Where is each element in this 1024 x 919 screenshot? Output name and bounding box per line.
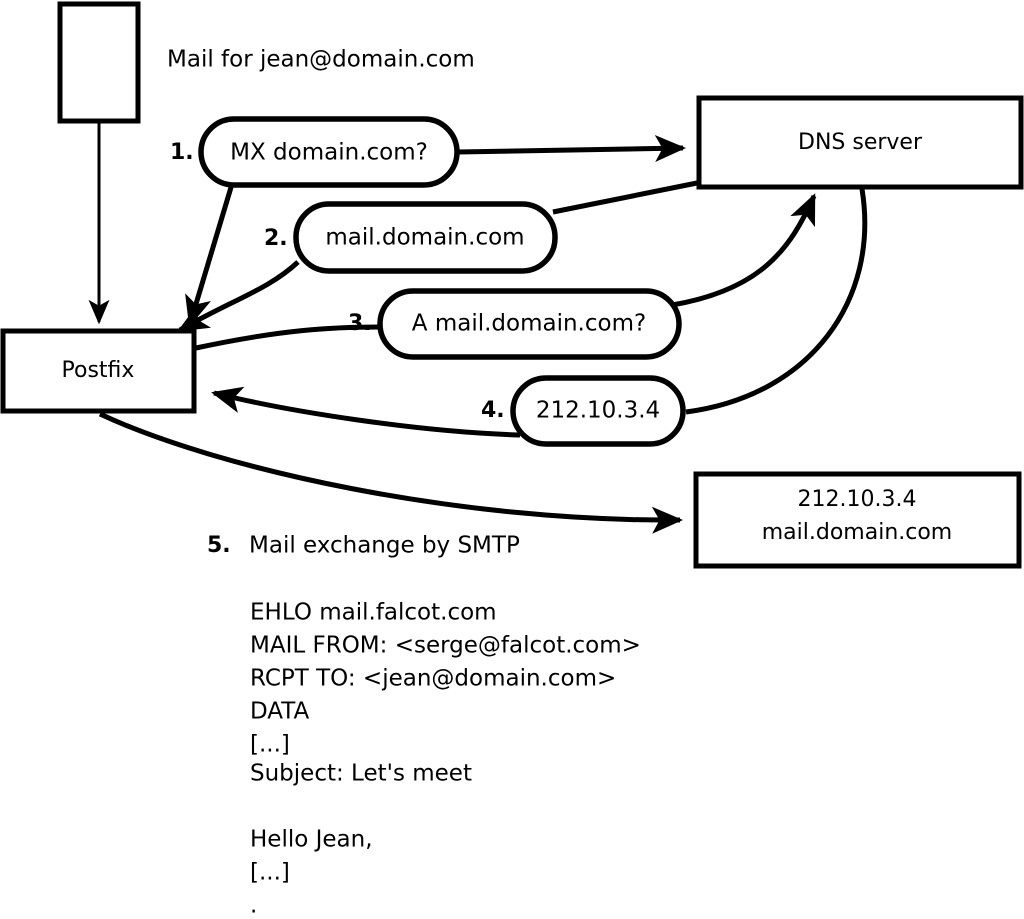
step-2-number: 2. xyxy=(264,226,288,251)
step-1-bubble-shape xyxy=(198,116,460,188)
transcript-line-1: MAIL FROM: <serge@falcot.com> xyxy=(250,633,641,659)
transcript-line-2: RCPT TO: <jean@domain.com> xyxy=(250,666,616,692)
edge-dns-to-step4 xyxy=(685,188,868,415)
edge-step1-to-dns xyxy=(457,134,686,162)
mail-server-ip-label: 212.10.3.4 xyxy=(798,487,917,512)
step-3-bubble: A mail.domain.com? xyxy=(377,288,682,360)
transcript-line-7: Hello Jean, xyxy=(250,827,373,853)
edge-dns-to-step2 xyxy=(552,180,698,215)
dns-server-box xyxy=(696,95,1024,190)
step-2-bubble-shape xyxy=(293,201,558,274)
mail-for-caption: Mail for jean@domain.com xyxy=(167,47,475,73)
transcript-line-3: DATA xyxy=(250,699,310,725)
edge-step5-smtp xyxy=(98,411,683,534)
transcript-line-0: EHLO mail.falcot.com xyxy=(250,600,497,626)
transcript-line-8: [...] xyxy=(250,860,290,886)
edge-step3-to-dns xyxy=(671,193,817,308)
sender-box xyxy=(57,1,141,124)
step-1-number: 1. xyxy=(170,140,194,165)
step-1-bubble-label: MX domain.com? xyxy=(230,140,428,166)
step-1-bubble: MX domain.com? xyxy=(198,116,460,188)
edge-step4-to-postfix xyxy=(211,386,521,438)
dns-server-label: DNS server xyxy=(798,130,923,155)
step-4-bubble-label: 212.10.3.4 xyxy=(536,398,660,424)
edge-step2-tail xyxy=(177,260,300,333)
step-5-number: 5. xyxy=(207,533,231,558)
step-2-bubble-label: mail.domain.com xyxy=(325,225,524,251)
postfix-box xyxy=(0,328,197,414)
transcript-line-9: . xyxy=(250,893,257,919)
transcript-line-4: [...] xyxy=(250,732,290,758)
step-3-bubble-shape xyxy=(377,288,682,360)
step-4-bubble: 212.10.3.4 xyxy=(510,375,686,447)
mail-server-host-label: mail.domain.com xyxy=(762,520,953,545)
step-4-number: 4. xyxy=(481,398,505,423)
step-5-label: Mail exchange by SMTP xyxy=(249,533,520,559)
mail-server-box xyxy=(693,471,1022,569)
mail-server-node: 212.10.3.4 mail.domain.com xyxy=(693,471,1022,569)
transcript-line-5: Subject: Let's meet xyxy=(250,761,472,787)
step-2-bubble: mail.domain.com xyxy=(293,201,558,274)
postfix-node: Postfix xyxy=(0,328,197,414)
edge-step1-tail xyxy=(185,183,235,327)
sender-box-node xyxy=(57,1,141,124)
step-3-number: 3. xyxy=(348,311,372,336)
dns-server-node: DNS server xyxy=(696,95,1024,190)
edge-postfix-to-step3 xyxy=(195,324,381,351)
step-4-bubble-shape xyxy=(510,375,686,447)
step-3-bubble-label: A mail.domain.com? xyxy=(412,311,646,337)
postfix-label: Postfix xyxy=(62,358,135,383)
